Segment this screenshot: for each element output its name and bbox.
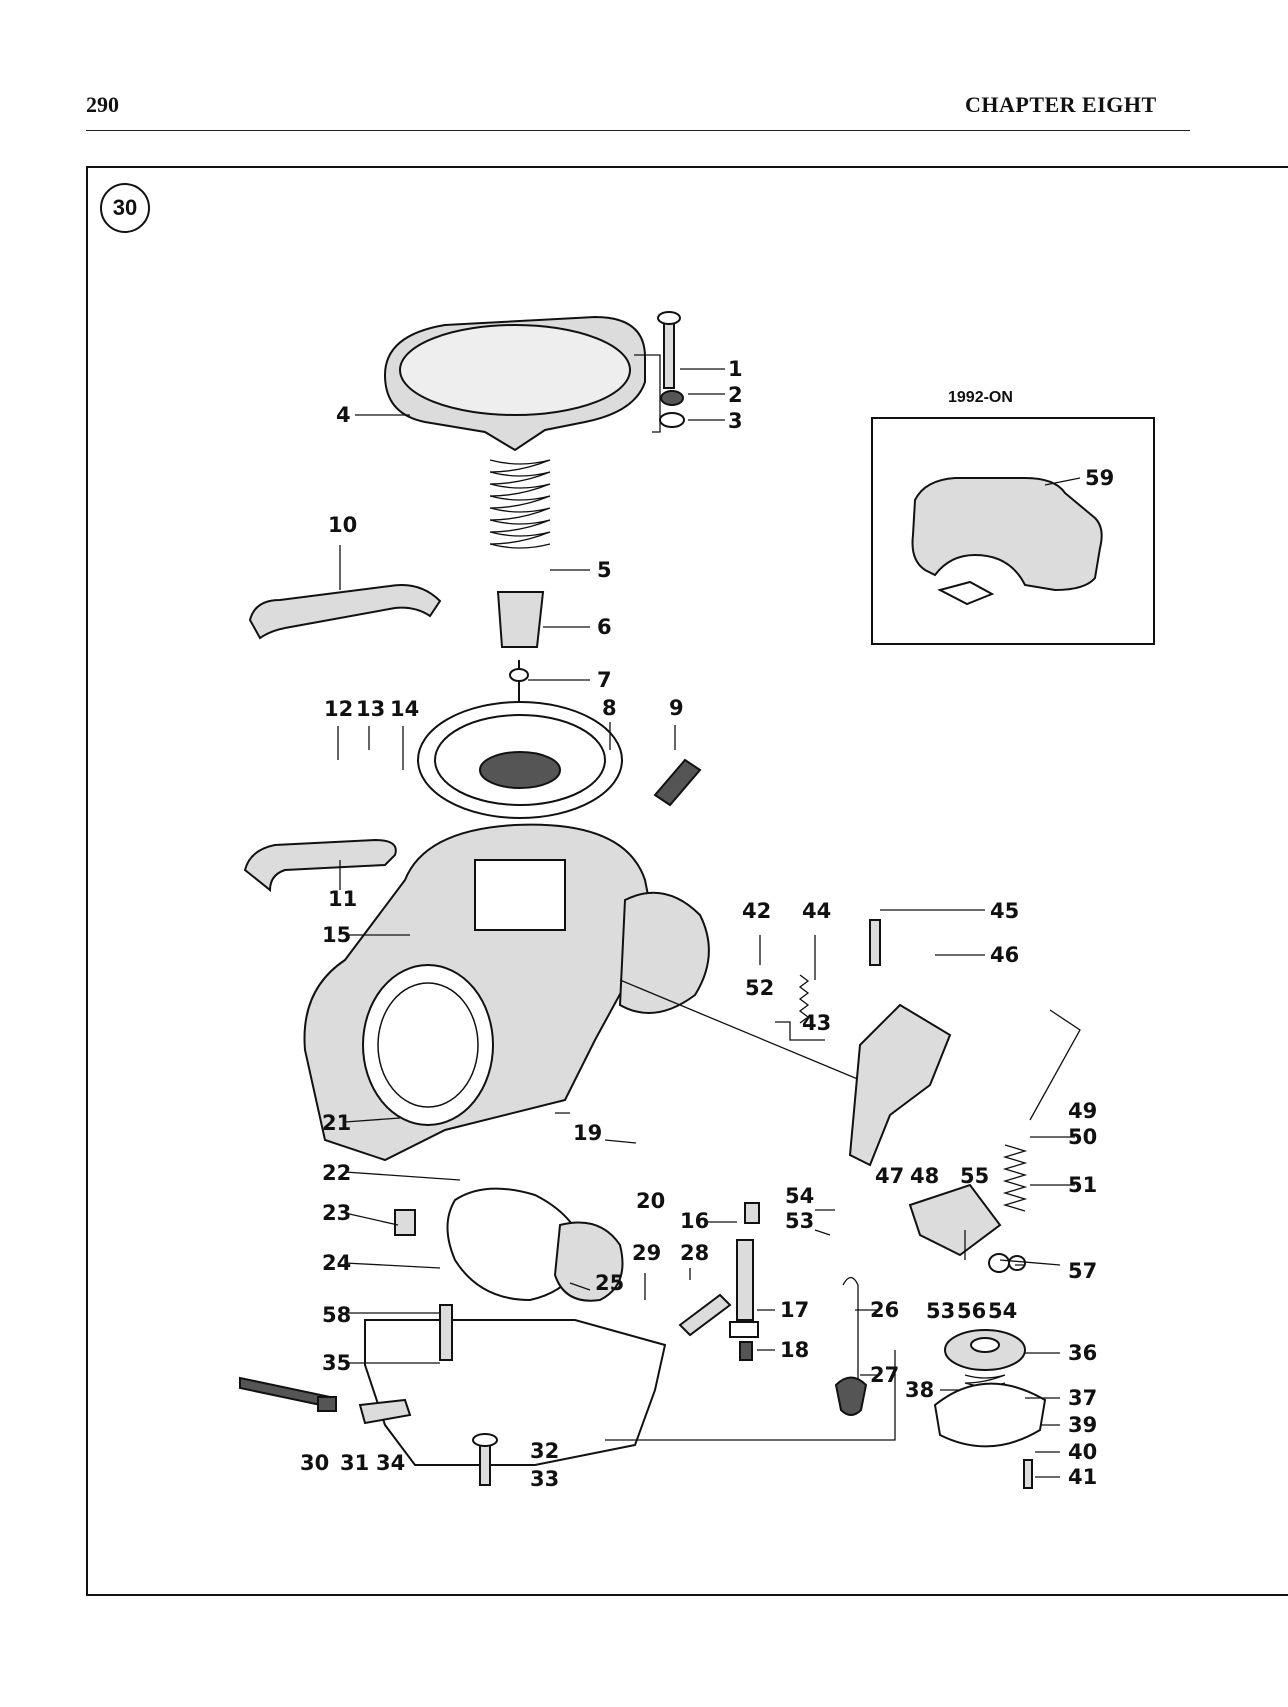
- label-20: 20: [636, 1189, 665, 1213]
- label-54-lower: 54: [988, 1299, 1017, 1323]
- float-bowl: [364, 1187, 667, 1466]
- label-53-upper: 53: [785, 1209, 814, 1233]
- label-16: 16: [680, 1209, 709, 1233]
- carburetor-body: [303, 823, 710, 1162]
- header-rule: [86, 130, 1190, 131]
- label-9: 9: [669, 696, 684, 720]
- spring-5: [489, 459, 551, 549]
- label-37: 37: [1068, 1386, 1097, 1410]
- label-1: 1: [728, 357, 743, 381]
- label-22: 22: [322, 1161, 351, 1185]
- label-35: 35: [322, 1351, 351, 1375]
- label-27: 27: [870, 1363, 899, 1387]
- label-14: 14: [390, 697, 419, 721]
- label-34: 34: [376, 1451, 405, 1475]
- label-50: 50: [1068, 1125, 1097, 1149]
- label-58: 58: [322, 1303, 351, 1327]
- label-30: 30: [300, 1451, 329, 1475]
- label-17: 17: [780, 1298, 809, 1322]
- label-21: 21: [322, 1111, 351, 1135]
- label-47: 47: [875, 1164, 904, 1188]
- label-42: 42: [742, 899, 771, 923]
- label-39: 39: [1068, 1413, 1097, 1437]
- throttle-linkage: [619, 919, 1081, 1273]
- figure-frame: [86, 166, 1288, 1596]
- label-44: 44: [802, 899, 831, 923]
- inset-title: 1992-ON: [948, 389, 1013, 406]
- label-33: 33: [530, 1467, 559, 1491]
- label-46: 46: [990, 943, 1019, 967]
- label-52: 52: [745, 976, 774, 1000]
- label-55: 55: [960, 1164, 989, 1188]
- accelerator-pump: [933, 1329, 1047, 1489]
- label-25: 25: [595, 1271, 624, 1295]
- label-49: 49: [1068, 1099, 1097, 1123]
- label-38: 38: [905, 1378, 934, 1402]
- label-36: 36: [1068, 1341, 1097, 1365]
- figure-number: 30: [100, 183, 150, 233]
- label-45: 45: [990, 899, 1019, 923]
- page-number: 290: [86, 92, 119, 117]
- inset-1992-on: 1992-ON: [871, 389, 1155, 645]
- jets: [678, 1202, 868, 1416]
- label-26: 26: [870, 1298, 899, 1322]
- label-19: 19: [573, 1121, 602, 1145]
- label-11: 11: [328, 887, 357, 911]
- label-15: 15: [322, 923, 351, 947]
- label-23: 23: [322, 1201, 351, 1225]
- label-2: 2: [728, 383, 743, 407]
- label-13: 13: [356, 697, 385, 721]
- label-24: 24: [322, 1251, 351, 1275]
- label-31: 31: [340, 1451, 369, 1475]
- label-3: 3: [728, 409, 743, 433]
- chapter-title: CHAPTER EIGHT: [965, 92, 1157, 117]
- label-7: 7: [597, 668, 612, 692]
- label-5: 5: [597, 558, 612, 582]
- label-10: 10: [328, 513, 357, 537]
- label-57: 57: [1068, 1259, 1097, 1283]
- label-53-lower: 53: [926, 1299, 955, 1323]
- label-29: 29: [632, 1241, 661, 1265]
- lower-left-parts: [317, 1209, 498, 1486]
- label-8: 8: [602, 696, 617, 720]
- label-51: 51: [1068, 1173, 1097, 1197]
- label-28: 28: [680, 1241, 709, 1265]
- label-56: 56: [957, 1299, 986, 1323]
- label-40: 40: [1068, 1440, 1097, 1464]
- hoses: [239, 584, 702, 1410]
- top-cover-group: [383, 311, 685, 452]
- label-43: 43: [802, 1011, 831, 1035]
- part-labels: 1 2 3 4 5 6 7 8 9 10 11 12 13 14 15 16 1…: [300, 357, 1114, 1491]
- label-6: 6: [597, 615, 612, 639]
- leader-lines: [337, 368, 1075, 1478]
- label-54-upper: 54: [785, 1184, 814, 1208]
- label-4: 4: [336, 403, 351, 427]
- label-59: 59: [1085, 466, 1114, 490]
- label-32: 32: [530, 1439, 559, 1463]
- label-18: 18: [780, 1338, 809, 1362]
- label-48: 48: [910, 1164, 939, 1188]
- diaphragm-8: [417, 701, 623, 819]
- label-41: 41: [1068, 1465, 1097, 1489]
- label-12: 12: [324, 697, 353, 721]
